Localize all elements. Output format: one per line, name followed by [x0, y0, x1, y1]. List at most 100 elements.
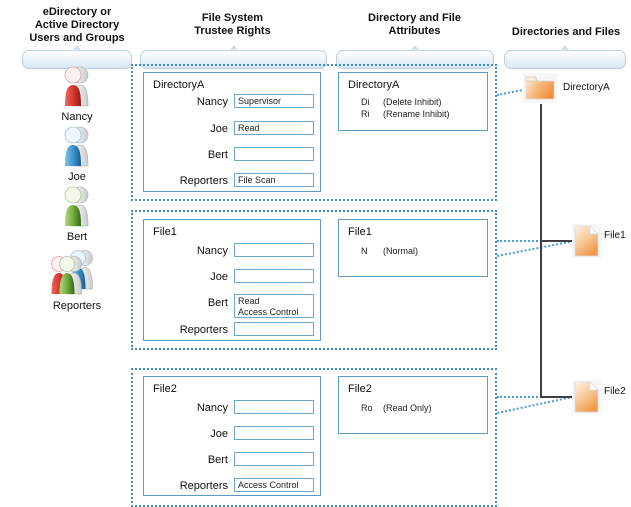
- column-heading-objects: Directories and Files: [505, 26, 627, 39]
- trustee-name: Bert: [207, 149, 228, 161]
- rights-field-reporters[interactable]: [234, 322, 314, 336]
- attribute-name: (Delete Inhibit): [383, 97, 442, 107]
- tree-branch-file2: [540, 396, 576, 398]
- attribute-panel-directorya: DirectoryA Di (Delete Inhibit) Ri (Renam…: [338, 72, 488, 131]
- rights-field-bert[interactable]: Read Access Control: [234, 294, 314, 318]
- attribute-name: (Rename Inhibit): [383, 109, 450, 119]
- rights-field-bert[interactable]: [234, 452, 314, 466]
- heading-line: Active Directory: [34, 19, 120, 31]
- connector-file2-top: [497, 396, 569, 398]
- heading-line: Trustee Rights: [194, 25, 271, 37]
- user-entry-bert[interactable]: Bert: [27, 184, 127, 243]
- trustee-row: Reporters File Scan: [144, 173, 320, 191]
- column-heading-trustee-rights: File System Trustee Rights: [150, 12, 315, 38]
- heading-line: File System: [201, 12, 264, 24]
- object-node-file2[interactable]: [572, 380, 602, 419]
- trustee-row: Bert: [144, 147, 320, 165]
- rights-field-joe[interactable]: Read: [234, 121, 314, 135]
- connector-file1-bottom: [497, 240, 571, 257]
- object-label-file2: File2: [604, 386, 626, 397]
- group-label: Reporters: [52, 300, 102, 312]
- trustee-name: Bert: [207, 454, 228, 466]
- trustee-row: Reporters: [144, 322, 320, 340]
- user-label: Joe: [68, 171, 86, 183]
- trustee-name: Joe: [210, 428, 228, 440]
- user-label: Nancy: [61, 111, 93, 123]
- attribute-code: N: [361, 246, 368, 256]
- object-node-directorya[interactable]: [522, 72, 558, 109]
- rights-field-reporters[interactable]: File Scan: [234, 173, 314, 187]
- attribute-code: Di: [361, 97, 370, 107]
- heading-line: Directories and Files: [511, 26, 621, 38]
- tree-trunk: [540, 104, 542, 398]
- person-red-icon: [54, 64, 100, 108]
- user-entry-nancy[interactable]: Nancy: [27, 64, 127, 123]
- trustee-row: Bert: [144, 452, 320, 470]
- group-people-icon: [46, 248, 108, 296]
- attribute-code: Ro: [361, 403, 373, 413]
- rights-field-bert[interactable]: [234, 147, 314, 161]
- trustee-row: Joe Read: [144, 121, 320, 139]
- trustee-row: Nancy: [144, 243, 320, 261]
- group-entry-reporters[interactable]: Reporters: [27, 248, 127, 312]
- trustee-name: Nancy: [196, 402, 228, 414]
- object-label-directorya: DirectoryA: [563, 82, 610, 93]
- panel-title: File1: [153, 226, 177, 238]
- rights-field-joe[interactable]: [234, 426, 314, 440]
- object-label-file1: File1: [604, 230, 626, 241]
- connector-file1-top: [497, 240, 569, 242]
- folder-icon: [523, 73, 557, 103]
- trustee-row: Bert Read Access Control: [144, 294, 320, 318]
- trustee-name: Reporters: [179, 480, 228, 492]
- group-container-directorya: [131, 64, 497, 201]
- trustee-name: Nancy: [196, 245, 228, 257]
- person-green-icon: [54, 184, 100, 228]
- heading-line: Users and Groups: [29, 32, 125, 44]
- rights-field-nancy[interactable]: Supervisor: [234, 94, 314, 108]
- object-node-file1[interactable]: [572, 224, 602, 263]
- bracket-pointer-icon: [228, 45, 239, 51]
- panel-title: File1: [348, 226, 372, 238]
- heading-line: eDirectory or: [42, 6, 112, 18]
- rights-field-reporters[interactable]: Access Control: [234, 478, 314, 492]
- attribute-panel-file2: File2 Ro (Read Only): [338, 376, 488, 434]
- trustee-name: Joe: [210, 123, 228, 135]
- file-icon: [572, 380, 602, 414]
- trustee-name: Bert: [207, 297, 228, 309]
- trustee-row: Reporters Access Control: [144, 478, 320, 496]
- attribute-name: (Read Only): [383, 403, 432, 413]
- rights-field-nancy[interactable]: [234, 243, 314, 257]
- trustee-name: Joe: [210, 271, 228, 283]
- trustee-row: Joe: [144, 426, 320, 444]
- user-label: Bert: [66, 231, 88, 243]
- trustee-name: Reporters: [179, 175, 228, 187]
- trustee-panel-file1: File1 Nancy Joe Bert Read Access Control…: [143, 219, 321, 341]
- bracket-pointer-icon: [72, 45, 82, 51]
- rights-field-joe[interactable]: [234, 269, 314, 283]
- file-icon: [572, 224, 602, 258]
- column-heading-attributes: Directory and File Attributes: [337, 12, 492, 38]
- trustee-row: Joe: [144, 269, 320, 287]
- user-entry-joe[interactable]: Joe: [27, 124, 127, 183]
- person-blue-icon: [54, 124, 100, 168]
- panel-title: DirectoryA: [153, 79, 205, 91]
- bracket-pointer-icon: [560, 45, 570, 51]
- panel-title: File2: [153, 383, 177, 395]
- trustee-row: Nancy Supervisor: [144, 94, 320, 112]
- heading-line: Directory and File: [368, 12, 461, 24]
- trustee-panel-directorya: DirectoryA Nancy Supervisor Joe Read Ber…: [143, 72, 321, 192]
- bracket-objects: [504, 45, 626, 69]
- group-container-file1: [131, 210, 497, 350]
- attribute-name: (Normal): [383, 246, 418, 256]
- rights-field-nancy[interactable]: [234, 400, 314, 414]
- connector-file2-bottom: [497, 396, 570, 414]
- heading-line: Attributes: [388, 25, 441, 37]
- trustee-row: Nancy: [144, 400, 320, 418]
- attribute-code: Ri: [361, 109, 370, 119]
- trustee-panel-file2: File2 Nancy Joe Bert Reporters Access Co…: [143, 376, 321, 496]
- column-heading-users: eDirectory or Active Directory Users and…: [20, 6, 134, 45]
- bracket-pointer-icon: [410, 45, 420, 51]
- attribute-panel-file1: File1 N (Normal): [338, 219, 488, 277]
- panel-title: File2: [348, 383, 372, 395]
